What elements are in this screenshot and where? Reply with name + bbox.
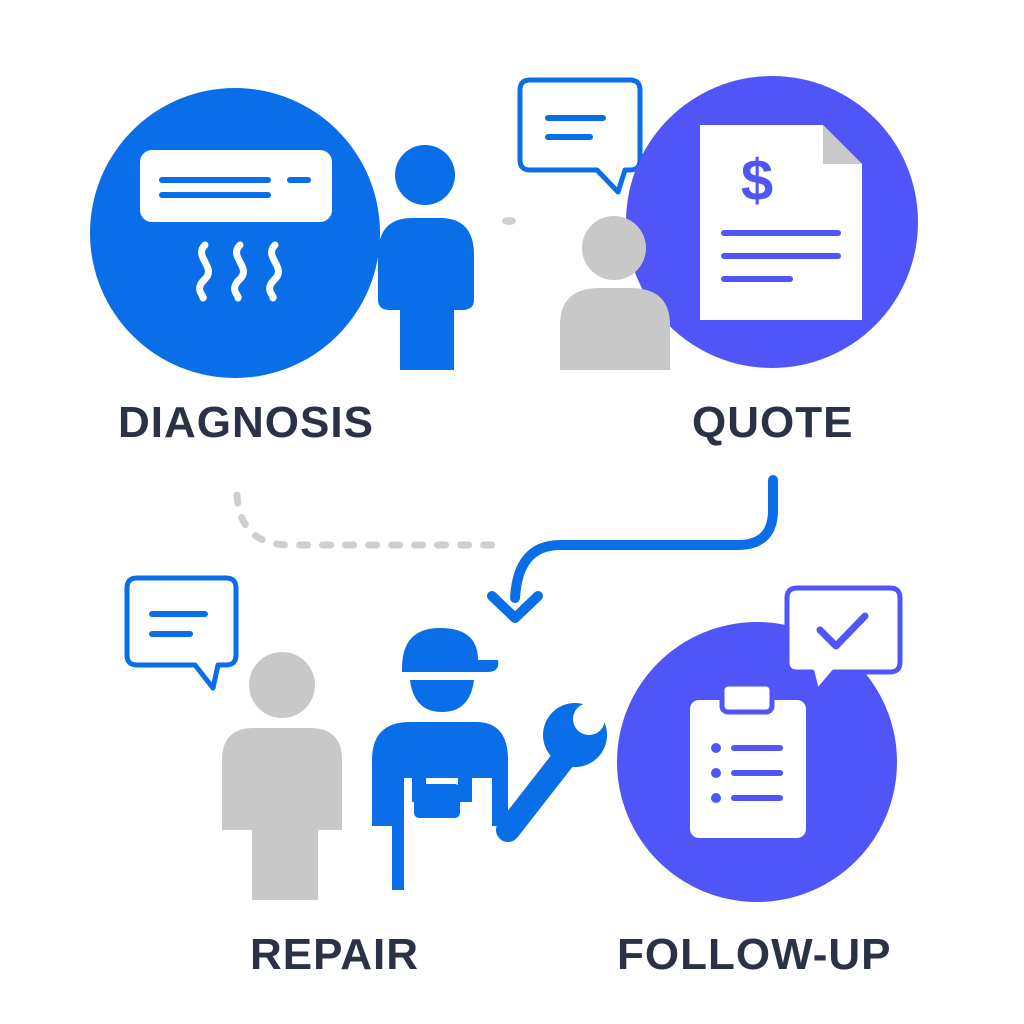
repair-group bbox=[124, 575, 607, 900]
air-conditioner-icon bbox=[140, 150, 332, 302]
quote-group: $ bbox=[517, 76, 918, 370]
step-label-quote: QUOTE bbox=[692, 398, 854, 447]
person-icon bbox=[560, 216, 670, 370]
dotted-connector bbox=[233, 491, 504, 549]
diagnosis-circle bbox=[90, 88, 380, 378]
diagnosis-group bbox=[90, 88, 474, 378]
clipboard-checklist-icon bbox=[690, 681, 806, 838]
step-label-repair: REPAIR bbox=[250, 930, 419, 979]
arrow-connector bbox=[487, 475, 778, 623]
invoice-document-icon: $ bbox=[700, 125, 862, 320]
separator-dot bbox=[502, 217, 516, 225]
chat-bubble-icon bbox=[517, 77, 643, 195]
dollar-sign-icon: $ bbox=[741, 148, 773, 213]
person-icon bbox=[222, 652, 342, 900]
checkmark-bubble-icon bbox=[784, 585, 903, 695]
step-label-followup: FOLLOW-UP bbox=[617, 930, 892, 979]
person-icon bbox=[378, 145, 474, 370]
step-label-diagnosis: DIAGNOSIS bbox=[118, 398, 374, 447]
chat-bubble-icon bbox=[124, 575, 239, 691]
followup-group bbox=[617, 585, 903, 902]
technician-icon bbox=[372, 628, 508, 890]
wrench-icon bbox=[496, 703, 607, 842]
